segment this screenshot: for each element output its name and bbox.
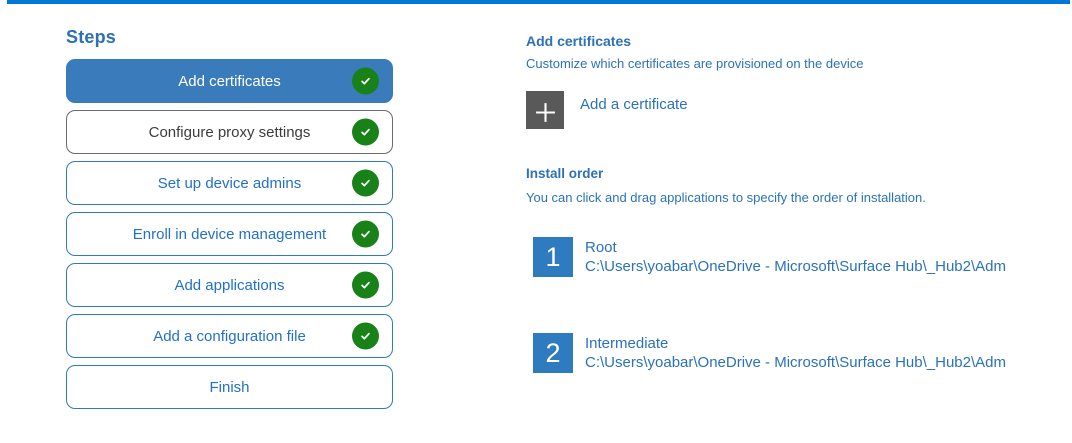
install-order-subtitle: You can click and drag applications to s… [526,190,926,205]
install-order-item[interactable]: 2 Intermediate C:\Users\yoabar\OneDrive … [533,333,1066,373]
certificate-info: Intermediate C:\Users\yoabar\OneDrive - … [585,334,1006,372]
order-number-badge: 2 [533,333,573,373]
check-icon [352,322,379,350]
step-button[interactable]: Set up device admins [66,161,393,205]
steps-panel: Steps Add certificates Configure proxy s… [66,26,393,409]
step-button-label: Add a configuration file [153,327,306,345]
step-button[interactable]: Add applications [66,263,393,307]
step-button[interactable]: Add a configuration file [66,314,393,358]
install-order-title: Install order [526,166,604,181]
step-button-label: Add applications [174,276,285,294]
check-icon [352,118,379,146]
step-list: Add certificates Configure proxy setting… [66,59,393,409]
check-icon [352,67,379,95]
check-icon [352,271,379,299]
order-number-badge: 1 [533,237,573,277]
step-button-label: Set up device admins [157,174,302,192]
step-button-label: Add certificates [178,72,281,90]
step-button-label: Configure proxy settings [148,123,311,141]
add-certificate-label: Add a certificate [580,96,688,113]
step-button[interactable]: Configure proxy settings [66,110,393,154]
step-button[interactable]: Add certificates [66,59,393,103]
step-button[interactable]: Finish [66,365,393,409]
content-panel: Add certificates Customize which certifi… [526,33,1066,373]
steps-panel-title: Steps [66,27,117,47]
certificate-path: C:\Users\yoabar\OneDrive - Microsoft\Sur… [585,354,1006,371]
page-subtitle: Customize which certificates are provisi… [526,56,864,71]
add-certificate-button[interactable]: Add a certificate [526,91,1066,129]
certificate-name: Intermediate [585,335,669,352]
certificate-path: C:\Users\yoabar\OneDrive - Microsoft\Sur… [585,258,1006,275]
check-icon [352,169,379,197]
page-title: Add certificates [526,33,632,49]
accent-top-bar [7,0,1070,4]
step-button-label: Enroll in device management [132,225,327,243]
step-button-label: Finish [209,378,250,396]
check-icon [352,220,379,248]
certificate-name: Root [585,239,617,256]
install-order-list: 1 Root C:\Users\yoabar\OneDrive - Micros… [533,237,1066,373]
plus-icon[interactable] [526,91,564,129]
install-order-item[interactable]: 1 Root C:\Users\yoabar\OneDrive - Micros… [533,237,1066,277]
certificate-info: Root C:\Users\yoabar\OneDrive - Microsof… [585,238,1006,276]
step-button[interactable]: Enroll in device management [66,212,393,256]
